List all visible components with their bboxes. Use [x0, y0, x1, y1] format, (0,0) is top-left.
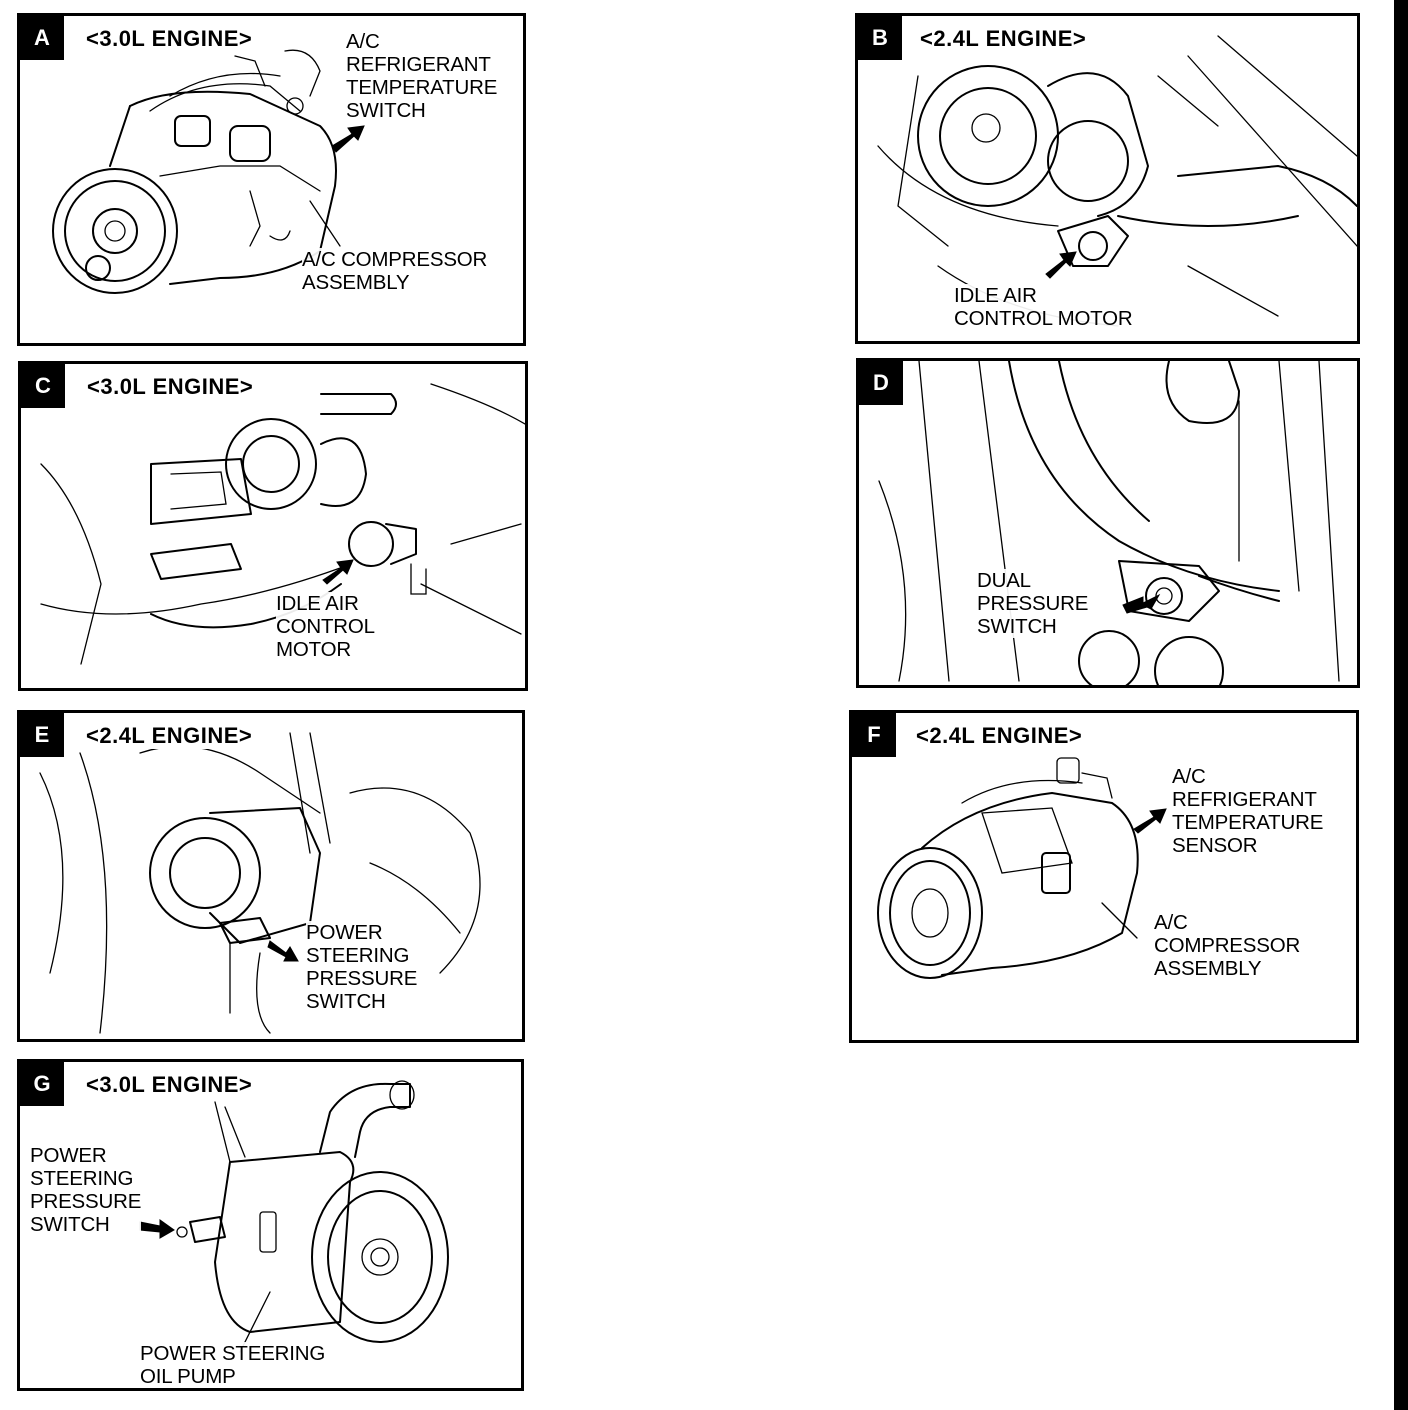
callout-power-steering-pressure-switch: POWER STEERING PRESSURE SWITCH — [306, 921, 418, 1013]
panel-a: A <3.0L ENGINE> A/C REFRIGERANT TEMPERAT… — [17, 13, 526, 346]
callout-idle-air-control-motor: IDLE AIR CONTROL MOTOR — [954, 284, 1133, 330]
callout-power-steering-pressure-switch: POWER STEERING PRESSURE SWITCH — [30, 1144, 142, 1236]
engine-label: <2.4L ENGINE> — [84, 723, 255, 749]
callout-ac-refrigerant-temperature-sensor: A/C REFRIGERANT TEMPERATURE SENSOR — [1172, 765, 1324, 857]
panel-letter: G — [20, 1062, 64, 1106]
callout-idle-air-control-motor: IDLE AIR CONTROL MOTOR — [276, 592, 375, 661]
panel-g: G <3.0L ENGINE> POWER STEERING PRESSURE … — [17, 1059, 524, 1391]
panel-f: F <2.4L ENGINE> A/C REFRIGERANT TEMPERAT… — [849, 710, 1359, 1043]
idle-air-control-motor-3-0l-drawing — [40, 383, 525, 665]
callout-power-steering-oil-pump: POWER STEERING OIL PUMP — [140, 1342, 326, 1388]
page-edge-bar — [1394, 0, 1408, 1410]
panel-c: C <3.0L ENGINE> IDLE AIR CONTROL MOTOR — [18, 361, 528, 691]
panel-letter: C — [21, 364, 65, 408]
engine-label: <2.4L ENGINE> — [914, 723, 1085, 749]
dual-pressure-switch-drawing — [878, 361, 1340, 685]
callout-ac-compressor-assembly: A/C COMPRESSOR ASSEMBLY — [1154, 911, 1301, 980]
panel-letter: A — [20, 16, 64, 60]
callout-ac-compressor-assembly: A/C COMPRESSOR ASSEMBLY — [302, 248, 488, 294]
engine-label: <3.0L ENGINE> — [85, 374, 256, 400]
ac-compressor-2-4l-drawing — [877, 757, 1167, 979]
power-steering-oil-pump-drawing — [139, 1080, 449, 1353]
power-steering-pressure-switch-2-4l-drawing — [39, 732, 481, 1034]
engine-label: <3.0L ENGINE> — [84, 1072, 255, 1098]
ac-compressor-3-0l-drawing — [52, 49, 365, 294]
panel-letter: F — [852, 713, 896, 757]
panel-letter: B — [858, 16, 902, 60]
callout-ac-refrigerant-temperature-switch: A/C REFRIGERANT TEMPERATURE SWITCH — [346, 30, 498, 122]
panel-letter: D — [859, 361, 903, 405]
panel-letter: E — [20, 713, 64, 757]
panel-e: E <2.4L ENGINE> POWER STEERING PRESSURE … — [17, 710, 525, 1042]
panel-b: B <2.4L ENGINE> IDLE AIR CONTROL MOTOR — [855, 13, 1360, 344]
callout-dual-pressure-switch: DUAL PRESSURE SWITCH — [977, 569, 1089, 638]
engine-label: <3.0L ENGINE> — [84, 26, 255, 52]
panel-d: D DUAL PRESSURE SWITCH — [856, 358, 1360, 688]
engine-label: <2.4L ENGINE> — [918, 26, 1089, 52]
